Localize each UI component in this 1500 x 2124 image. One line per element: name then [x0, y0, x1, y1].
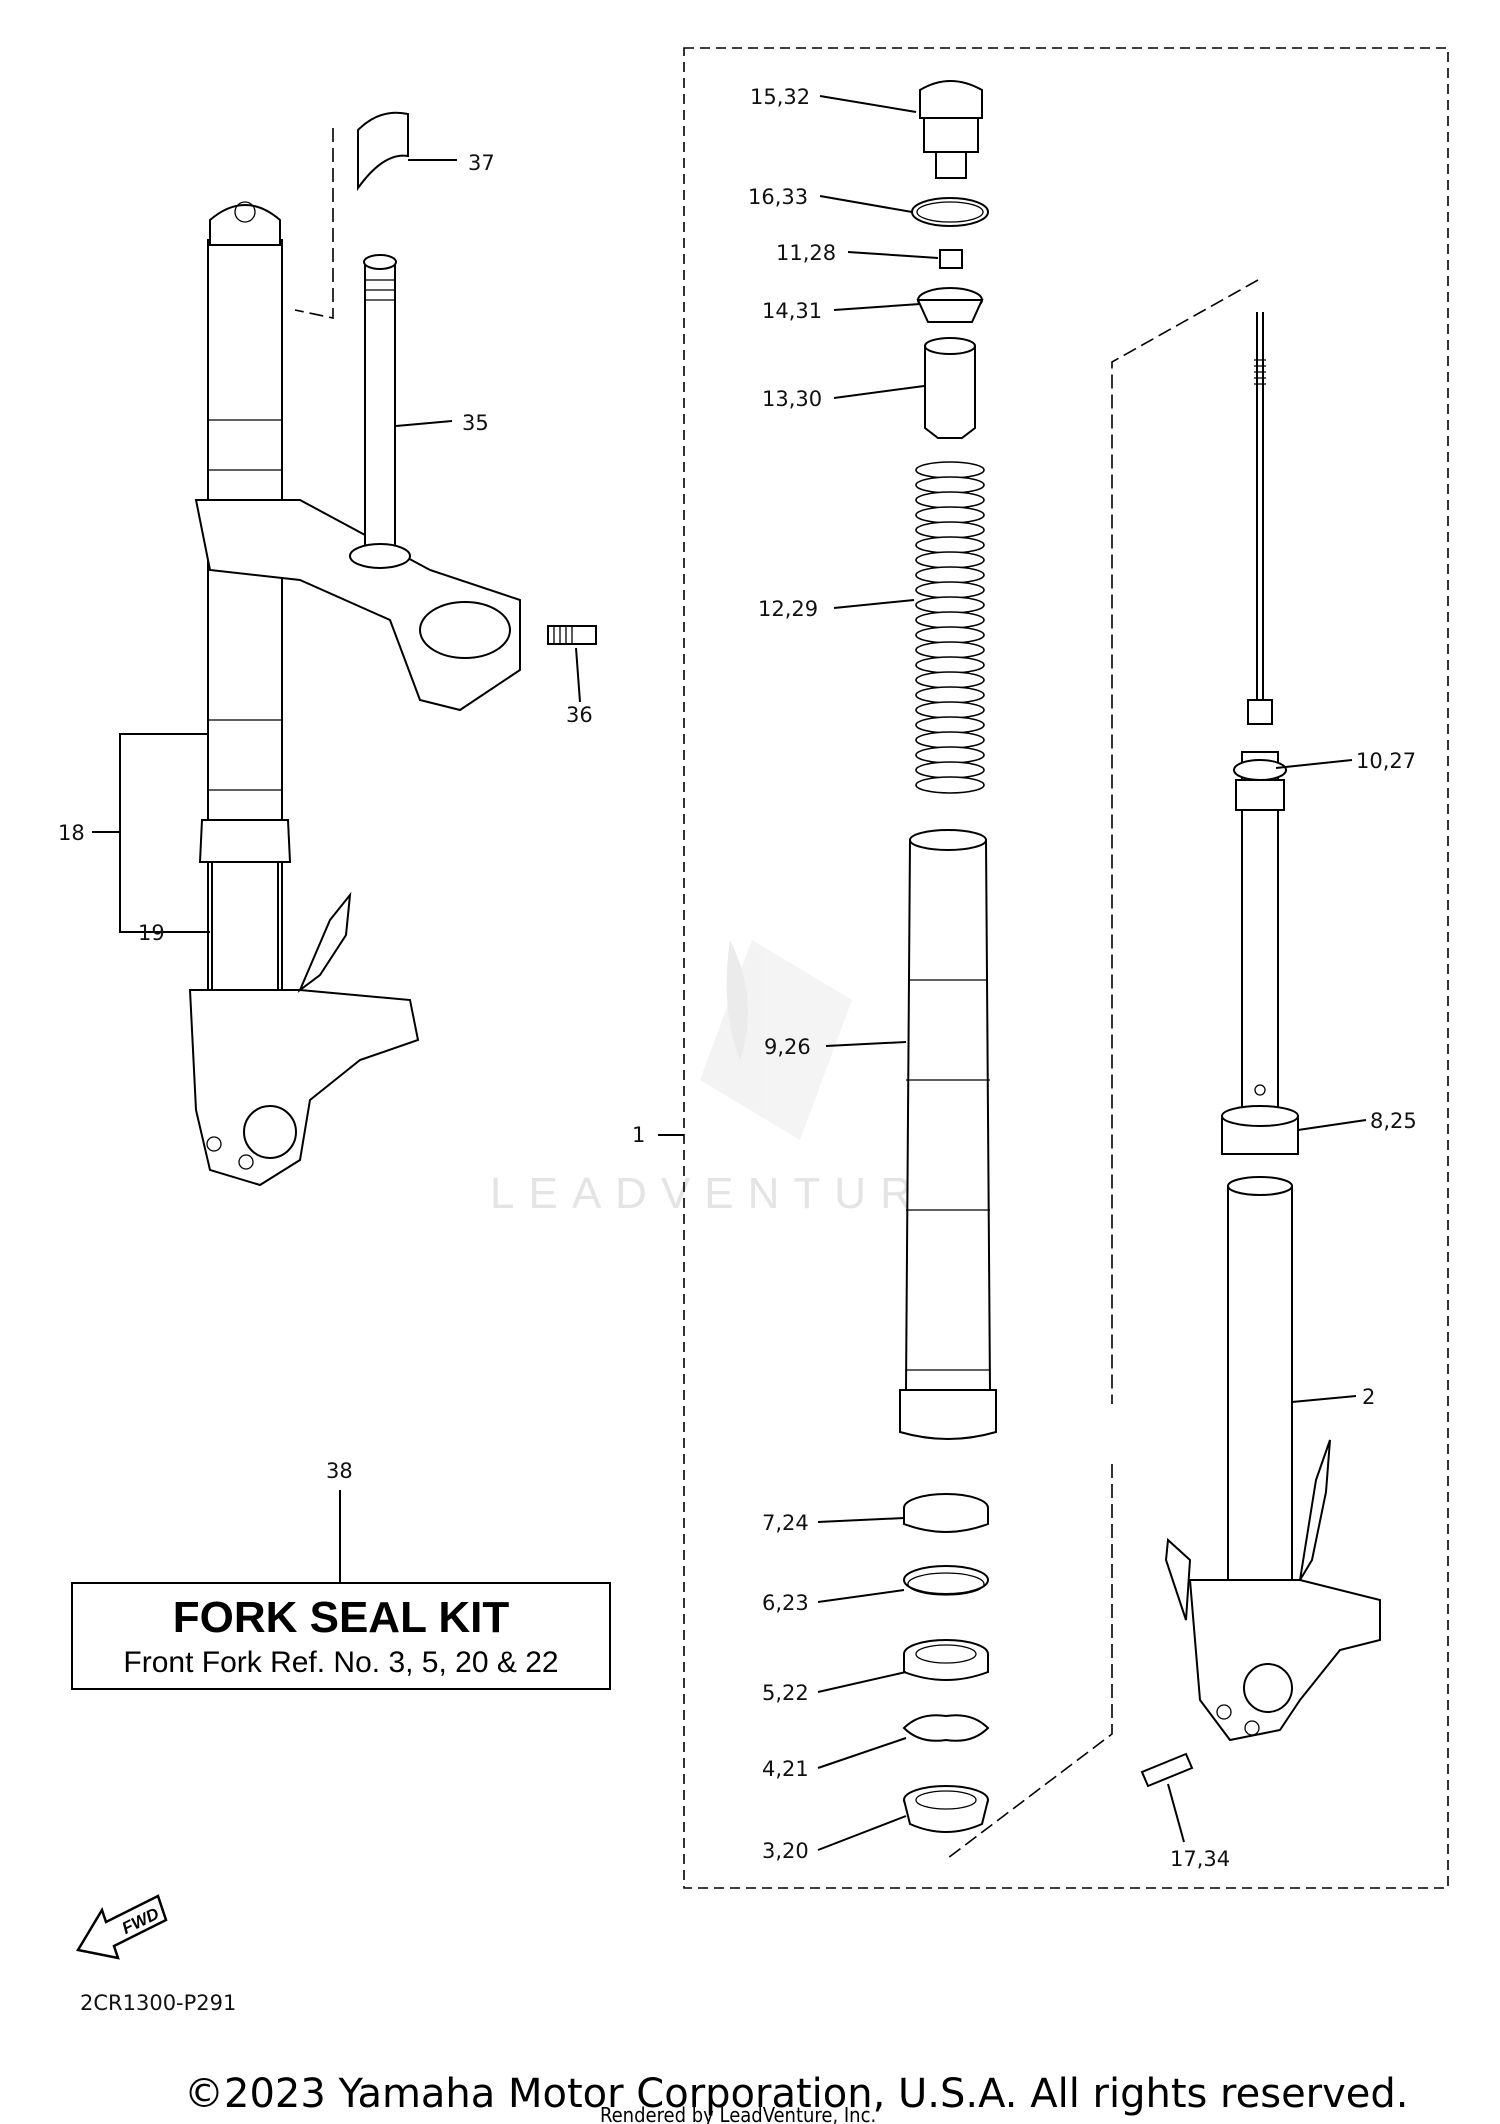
fork-cap-left [209, 204, 281, 246]
copyright-notice: ©2023 Yamaha Motor Corporation, U.S.A. A… [184, 2071, 1409, 2117]
spring-coil [915, 656, 985, 674]
spring-coil [915, 491, 985, 509]
spring-coil [915, 476, 985, 494]
rendered-by: Rendered by LeadVenture, Inc. [600, 2103, 876, 2124]
callout-6-23: 6,23 [762, 1591, 809, 1615]
callout-13-30: 13,30 [762, 387, 822, 411]
spring-coil [915, 716, 985, 734]
spring-coil [915, 626, 985, 644]
leader-lines [339, 95, 1367, 1851]
part-37-cap-icon [357, 111, 409, 192]
callout-3-20: 3,20 [762, 1839, 809, 1863]
spring-coil [915, 461, 985, 479]
fork-assembly-right [947, 279, 1381, 1859]
cap-bolt-icon [919, 80, 983, 119]
spacer-icon [924, 345, 976, 439]
kit-title: FORK SEAL KIT [173, 1593, 510, 1642]
spring-coil [915, 521, 985, 539]
callout-36: 36 [566, 703, 593, 727]
spring-coil [915, 506, 985, 524]
outer-tube-ring [198, 819, 292, 863]
callout-19: 19 [138, 921, 165, 945]
callout-10-27: 10,27 [1356, 749, 1416, 773]
callout-9-26: 9,26 [764, 1035, 811, 1059]
spring-coil [915, 671, 985, 689]
outer-tube-center [904, 839, 992, 1391]
spring-coil [915, 641, 985, 659]
spring-coil [915, 596, 985, 614]
callout-labels: 15,32 16,33 11,28 14,31 13,30 12,29 9,26… [58, 85, 1417, 1871]
callout-18: 18 [58, 821, 85, 845]
callout-17-34: 17,34 [1170, 1847, 1230, 1871]
callout-8-25: 8,25 [1370, 1109, 1417, 1133]
damper-rod [1256, 312, 1264, 702]
spring-icon [915, 461, 985, 794]
spring-coil [915, 686, 985, 704]
callout-35: 35 [462, 411, 489, 435]
guide-ring-icon [903, 1565, 989, 1595]
spring-coil [915, 581, 985, 599]
callout-38: 38 [326, 1459, 353, 1483]
spring-coil [915, 551, 985, 569]
callout-1: 1 [632, 1123, 645, 1147]
fork-seal-kit-box: FORK SEAL KIT Front Fork Ref. No. 3, 5, … [71, 1582, 611, 1690]
fwd-arrow-icon: FWD [76, 1894, 168, 1960]
spring-coil [915, 776, 985, 794]
callout-12-29: 12,29 [758, 597, 818, 621]
spring-coil [915, 746, 985, 764]
spring-coil [915, 731, 985, 749]
steering-stem [364, 261, 396, 561]
caliper-bracket-right [1188, 1579, 1381, 1742]
watermark-logo [700, 940, 852, 1140]
fork-internals-center [899, 80, 997, 1833]
callout-11-28: 11,28 [776, 241, 836, 265]
watermark-text: LEADVENTURE [490, 1169, 969, 1218]
callout-16-33: 16,33 [748, 185, 808, 209]
bolt-17-icon [1140, 1752, 1194, 1788]
fork-assembly-left [92, 111, 597, 1187]
spring-coil [915, 536, 985, 554]
spring-coil [915, 761, 985, 779]
callout-14-31: 14,31 [762, 299, 822, 323]
callout-4-21: 4,21 [762, 1757, 809, 1781]
callout-15-32: 15,32 [750, 85, 810, 109]
callout-5-22: 5,22 [762, 1681, 809, 1705]
diagram-code: 2CR1300-P291 [80, 1991, 236, 2015]
callout-2: 2 [1362, 1385, 1375, 1409]
callout-37: 37 [468, 151, 495, 175]
nut-icon [939, 249, 963, 269]
stopper-clip-icon [902, 1714, 990, 1742]
spring-coil [915, 611, 985, 629]
inner-tube-right [1227, 1185, 1293, 1641]
kit-subtitle: Front Fork Ref. No. 3, 5, 20 & 22 [123, 1646, 558, 1679]
spring-coil [915, 701, 985, 719]
spring-coil [915, 566, 985, 584]
callout-7-24: 7,24 [762, 1511, 809, 1535]
caliper-bracket-left [188, 989, 420, 1187]
